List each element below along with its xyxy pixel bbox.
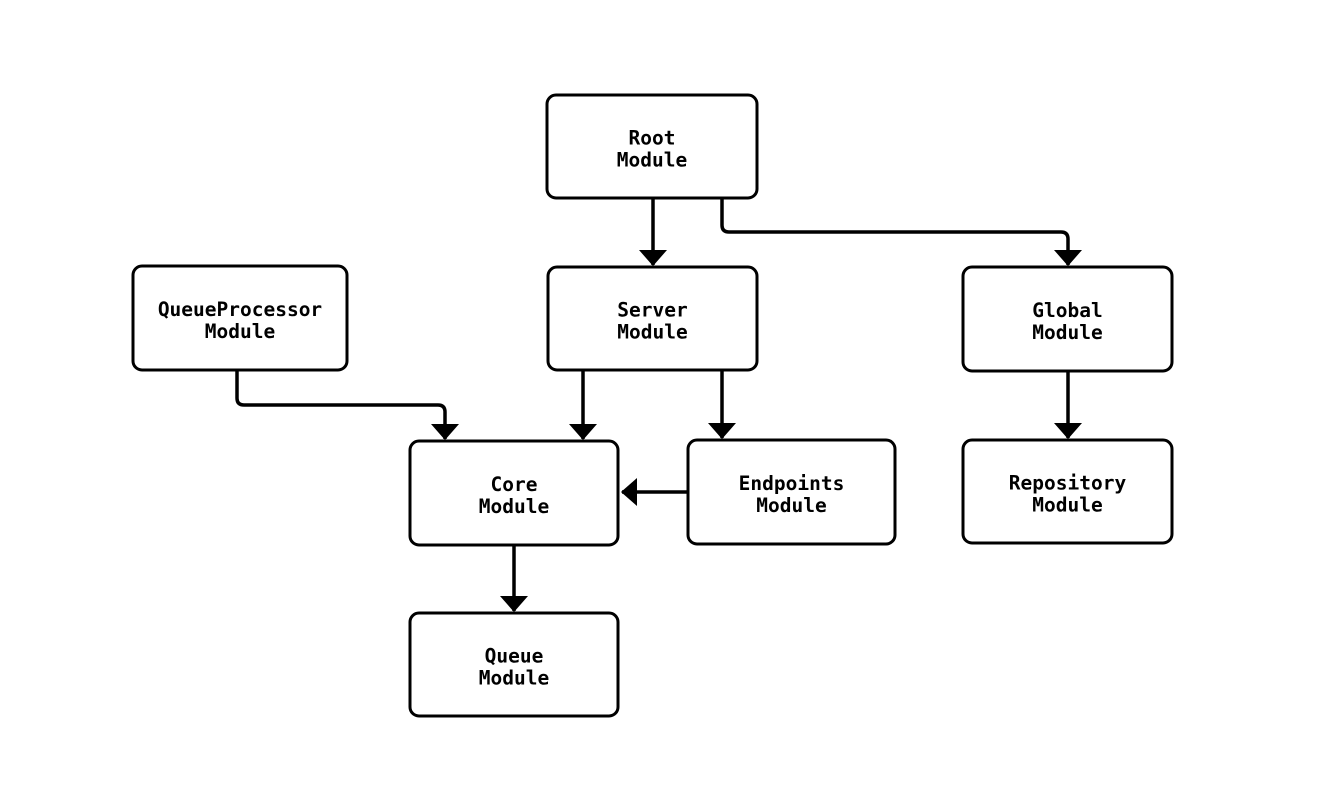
node-box [408,611,620,718]
node-box [961,265,1174,373]
edge-queueprocessor-core [235,370,459,440]
node-box [408,439,620,547]
node-box [131,264,349,372]
node-box [546,265,759,372]
edge-root-global [720,198,1082,266]
node-box [961,438,1174,545]
node-box [686,438,897,546]
node-box [545,93,759,200]
